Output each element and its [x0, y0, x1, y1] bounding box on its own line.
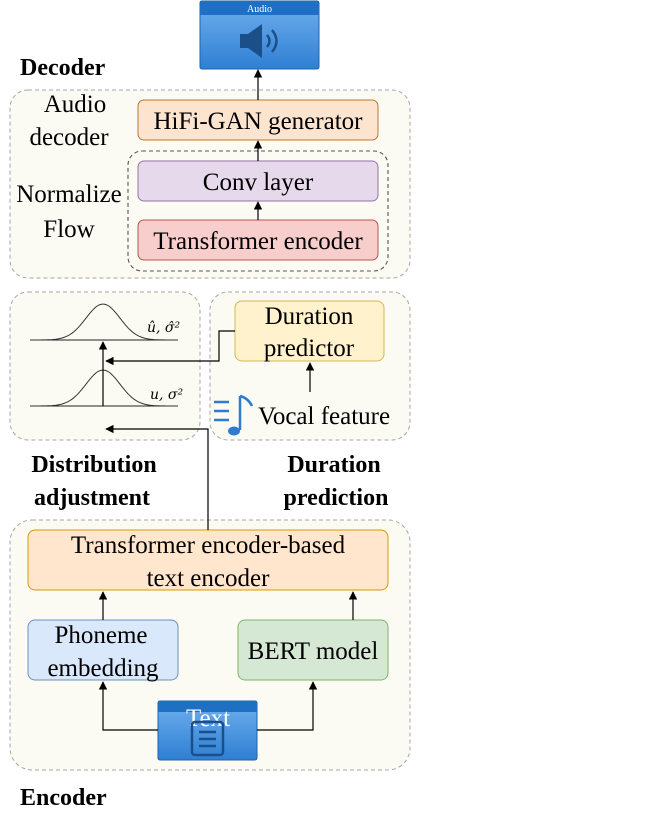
text-input: Text: [157, 700, 258, 761]
text-encoder-label-line2: text encoder: [147, 565, 271, 592]
distribution-adjustment-title-line2: adjustment: [34, 485, 150, 511]
adjusted-distribution: û, σ̂²: [30, 303, 180, 341]
conv-layer-label: Conv layer: [203, 169, 314, 196]
original-distribution: u, σ²: [30, 369, 183, 407]
distribution-adjustment-title-line1: Distribution: [31, 452, 156, 478]
decoder-title: Decoder: [20, 55, 106, 81]
vocal-feature-label: Vocal feature: [258, 403, 390, 430]
arrow-text-to-phoneme: [98, 681, 158, 731]
normalize-flow-label-line2: Flow: [43, 216, 94, 243]
bert-model-label: BERT model: [248, 638, 379, 665]
audio-output-header: [200, 1, 319, 15]
arrow-encoder-to-distribution: [105, 424, 209, 530]
distribution-adjustment-group: [9, 291, 201, 441]
phoneme-embedding-label-line1: Phoneme: [54, 622, 147, 649]
adjusted-distribution-label: û, σ̂²: [147, 320, 180, 336]
audio-output-label: Audio: [247, 4, 272, 15]
normalize-flow-label-line1: Normalize: [16, 181, 122, 208]
duration-prediction-title-line1: Duration: [287, 452, 380, 478]
audio-output: Audio: [199, 0, 320, 70]
arrow-text-to-bert: [257, 681, 318, 731]
original-distribution-label: u, σ²: [150, 387, 183, 403]
text-encoder-label-line1: Transformer encoder-based: [71, 532, 346, 559]
encoder-title: Encoder: [20, 785, 107, 811]
speaker-icon: [240, 24, 278, 58]
duration-predictor-label-line1: Duration: [265, 303, 354, 330]
arrow-duration-to-distribution: [105, 330, 235, 366]
adjusted-distribution-curve: [30, 303, 178, 341]
bert-model-box: [237, 619, 389, 681]
text-input-header: [158, 701, 257, 712]
audio-decoder-label-line1: Audio: [44, 91, 107, 118]
music-note-icon: [214, 394, 254, 436]
audio-decoder-label-line2: decoder: [29, 124, 109, 151]
transformer-encoder-label: Transformer encoder: [153, 228, 363, 255]
document-icon: [190, 720, 225, 757]
duration-prediction-title-line2: prediction: [284, 485, 389, 511]
hifigan-generator-label: HiFi-GAN generator: [154, 108, 364, 135]
phoneme-embedding-label-line2: embedding: [47, 655, 159, 682]
original-distribution-curve: [30, 369, 178, 407]
duration-predictor-label-line2: predictor: [264, 335, 355, 362]
